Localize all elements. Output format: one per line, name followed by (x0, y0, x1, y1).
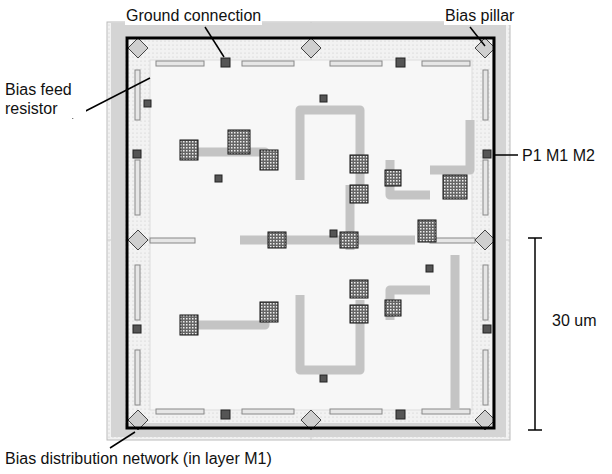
ground-label: Ground connection (125, 6, 262, 25)
network-label: Bias distribution network (in layer M1) (4, 449, 273, 468)
layer-label: P1 M1 M2 (521, 146, 596, 165)
resistor-label: Bias feed resistor (4, 80, 86, 118)
pillar-label: Bias pillar (444, 6, 515, 25)
dimension-label: 30 um (551, 311, 597, 330)
